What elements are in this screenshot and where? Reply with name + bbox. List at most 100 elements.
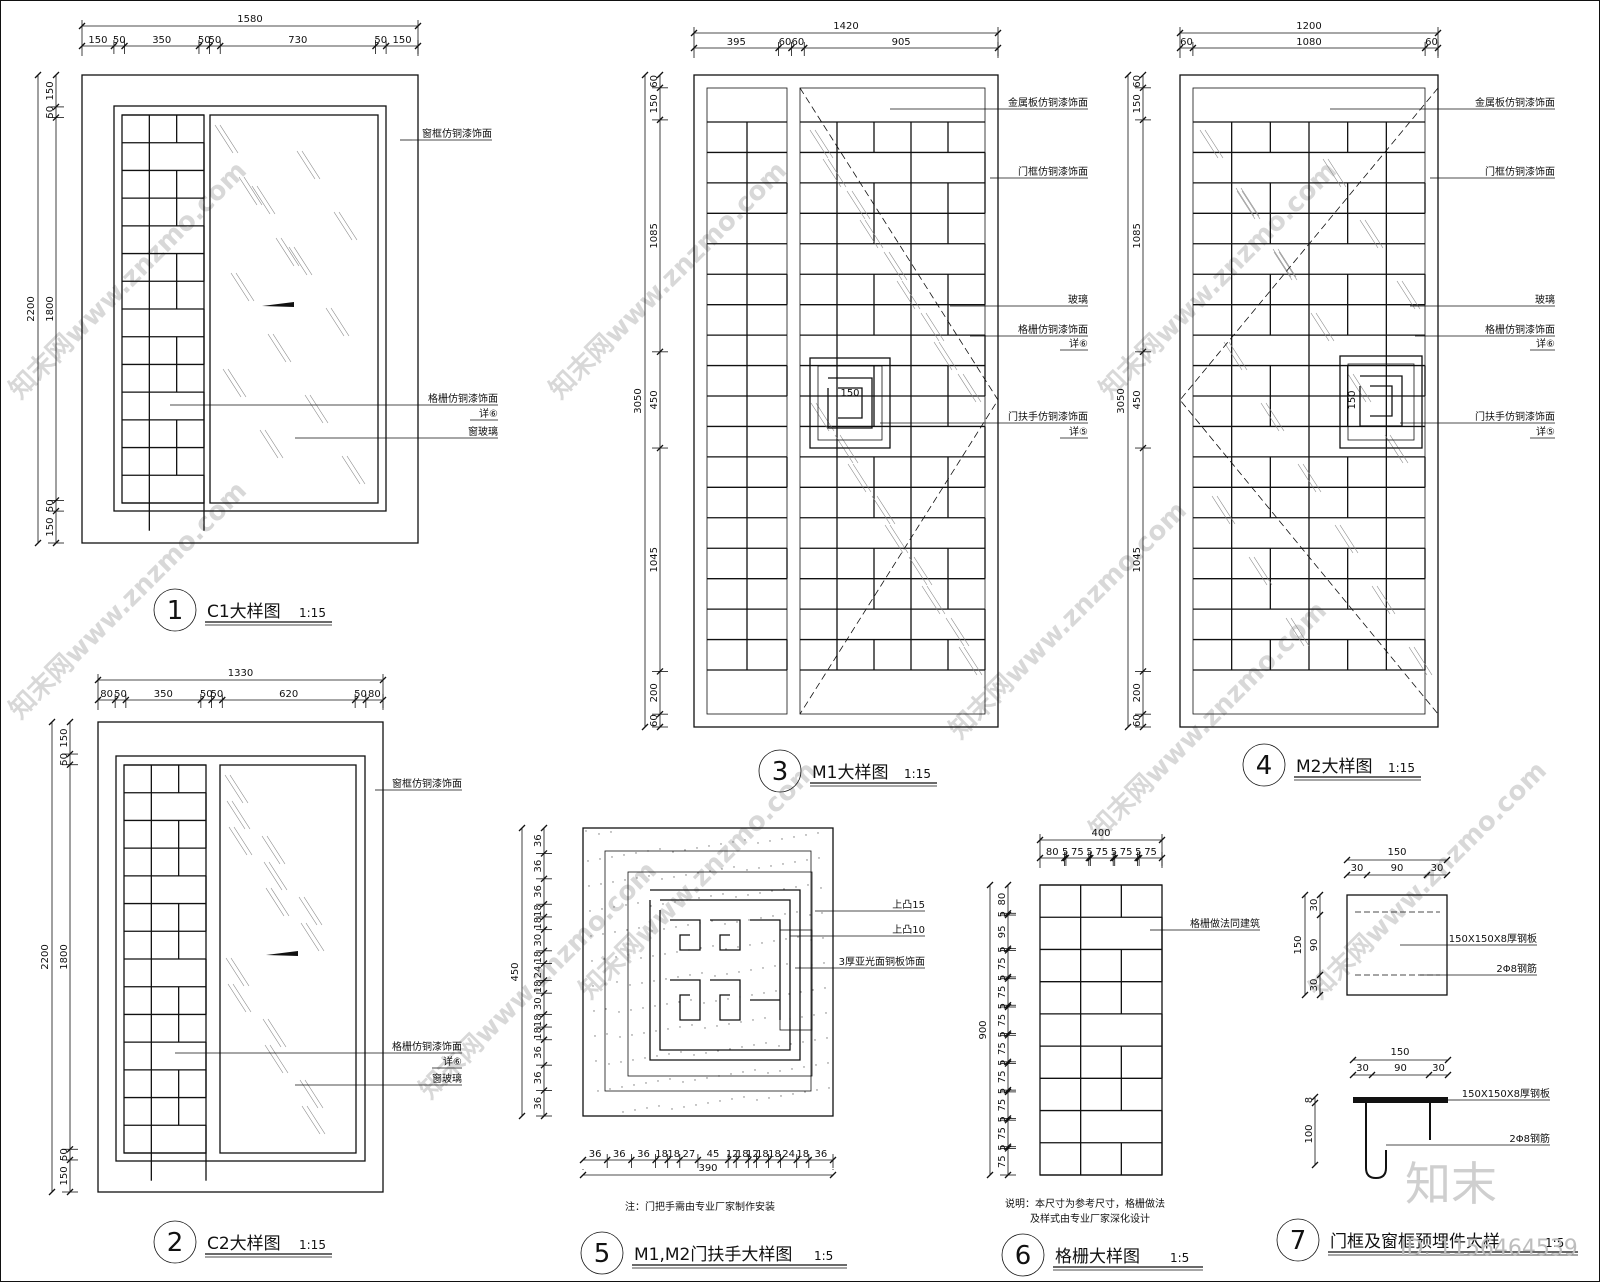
texture-dot: [754, 1069, 756, 1071]
texture-dot: [698, 897, 700, 899]
glass-hatch-line: [1302, 463, 1322, 493]
callout-label: 2Φ8钢筋: [1496, 962, 1537, 975]
dim-total: 2200: [26, 296, 37, 321]
glass-hatch-line: [243, 176, 263, 206]
m1-side-panel: [706, 87, 788, 715]
texture-dot: [642, 1007, 644, 1009]
dim-tick: [1443, 871, 1451, 879]
glass-hatch-line: [1272, 248, 1292, 278]
texture-dot: [779, 1070, 781, 1072]
dim-total: 3050: [633, 388, 644, 413]
texture-dot: [682, 1081, 684, 1083]
title-scale: 1:15: [299, 606, 326, 620]
texture-dot: [609, 1088, 611, 1090]
texture-dot: [794, 861, 796, 863]
dim-total: 450: [510, 962, 521, 981]
texture-dot: [603, 958, 605, 960]
glass-hatch-line: [1277, 248, 1297, 278]
texture-dot: [812, 989, 814, 991]
dim-segment: 75: [997, 1155, 1008, 1168]
dim-segment: 1045: [1132, 547, 1143, 572]
texture-dot: [802, 1041, 804, 1043]
texture-dot: [801, 1016, 803, 1018]
dim-segment: 75: [1144, 847, 1157, 858]
handle-bar: [779, 929, 813, 1031]
dim-tick: [34, 71, 42, 79]
title-text: C1大样图: [207, 602, 281, 622]
texture-dot: [749, 944, 751, 946]
callout-label: 格栅仿铜漆饰面: [392, 1040, 462, 1053]
dim-segment: 18: [655, 1149, 668, 1160]
dim-segment: 100: [1304, 1124, 1315, 1143]
image-id: ID: 1156464539: [1400, 1236, 1578, 1261]
dim-segment: 5: [997, 1060, 1008, 1066]
glass-hatch-line: [232, 983, 252, 1013]
texture-dot: [638, 927, 640, 929]
texture-dot: [806, 859, 808, 861]
dim-total: 400: [1091, 828, 1110, 839]
glass-hatch-line: [1396, 280, 1416, 310]
dim-segment: 24: [782, 1149, 795, 1160]
texture-dot: [677, 976, 679, 978]
texture-dot: [796, 911, 798, 913]
dim-segment: 620: [279, 689, 298, 700]
callout-label: 玻璃: [1068, 293, 1088, 306]
texture-dot: [701, 972, 703, 974]
texture-dot: [769, 840, 771, 842]
dim-segment: 1080: [1296, 37, 1321, 48]
texture-dot: [608, 1063, 610, 1065]
texture-dot: [595, 1060, 597, 1062]
texture-dot: [590, 935, 592, 937]
texture-dot: [763, 992, 765, 994]
dim-tick: [1004, 881, 1012, 889]
grille-note-line1: 说明：本尺寸为参考尺寸，格栅做法: [1005, 1197, 1165, 1210]
glass-hatch-line: [920, 312, 940, 342]
texture-dot: [658, 1105, 660, 1107]
texture-dot: [643, 1032, 645, 1034]
dim-tick: [48, 718, 56, 726]
dim-tick: [1311, 1161, 1319, 1169]
texture-dot: [775, 990, 777, 992]
dim-tick: [1444, 1071, 1452, 1079]
glass-hatch-line: [330, 307, 350, 337]
callout-label: 门扶手仿铜漆饰面: [1008, 410, 1088, 423]
glass-hatch-line: [230, 957, 250, 987]
title-circle: [153, 588, 197, 632]
texture-dot: [668, 1053, 670, 1055]
glass-hatch-line: [871, 495, 891, 525]
glass-hatch-line: [309, 394, 329, 424]
texture-dot: [741, 1046, 743, 1048]
glass-hatch-line: [1240, 187, 1260, 217]
texture-dot: [651, 930, 653, 932]
dim-segment: 5: [1062, 847, 1068, 858]
texture-dot: [727, 998, 729, 1000]
handle-dim: 150: [1347, 390, 1358, 409]
glass-hatch-line: [963, 646, 983, 676]
dim-tick: [1316, 891, 1324, 899]
dim-tick: [1425, 1071, 1433, 1079]
handle-inner: [817, 365, 883, 441]
glass-hatch-line: [1359, 219, 1379, 249]
texture-dot: [697, 872, 699, 874]
dim-segment: 80: [100, 689, 113, 700]
callout-label: 格栅仿铜漆饰面: [1485, 323, 1555, 336]
m1-door-leaf: [799, 87, 986, 715]
dim-segment: 150: [45, 517, 56, 536]
dim-total: 390: [698, 1163, 717, 1174]
dim-tick: [1349, 1056, 1357, 1064]
glass-hatch-line: [1216, 495, 1236, 525]
dim-tick: [1443, 856, 1451, 864]
handle-meander: [1359, 375, 1403, 427]
dim-segment: 1085: [649, 223, 660, 248]
title-scale: 1:5: [1545, 1236, 1564, 1250]
texture-dot: [633, 1084, 635, 1086]
glass-hatch-line: [269, 1044, 289, 1074]
glass-hatch-line: [270, 887, 290, 917]
dim-segment: 450: [649, 390, 660, 409]
c2-grille-pattern: [124, 764, 207, 1181]
callout-label: 150X150X8厚钢板: [1462, 1087, 1550, 1100]
texture-dot: [740, 1021, 742, 1023]
